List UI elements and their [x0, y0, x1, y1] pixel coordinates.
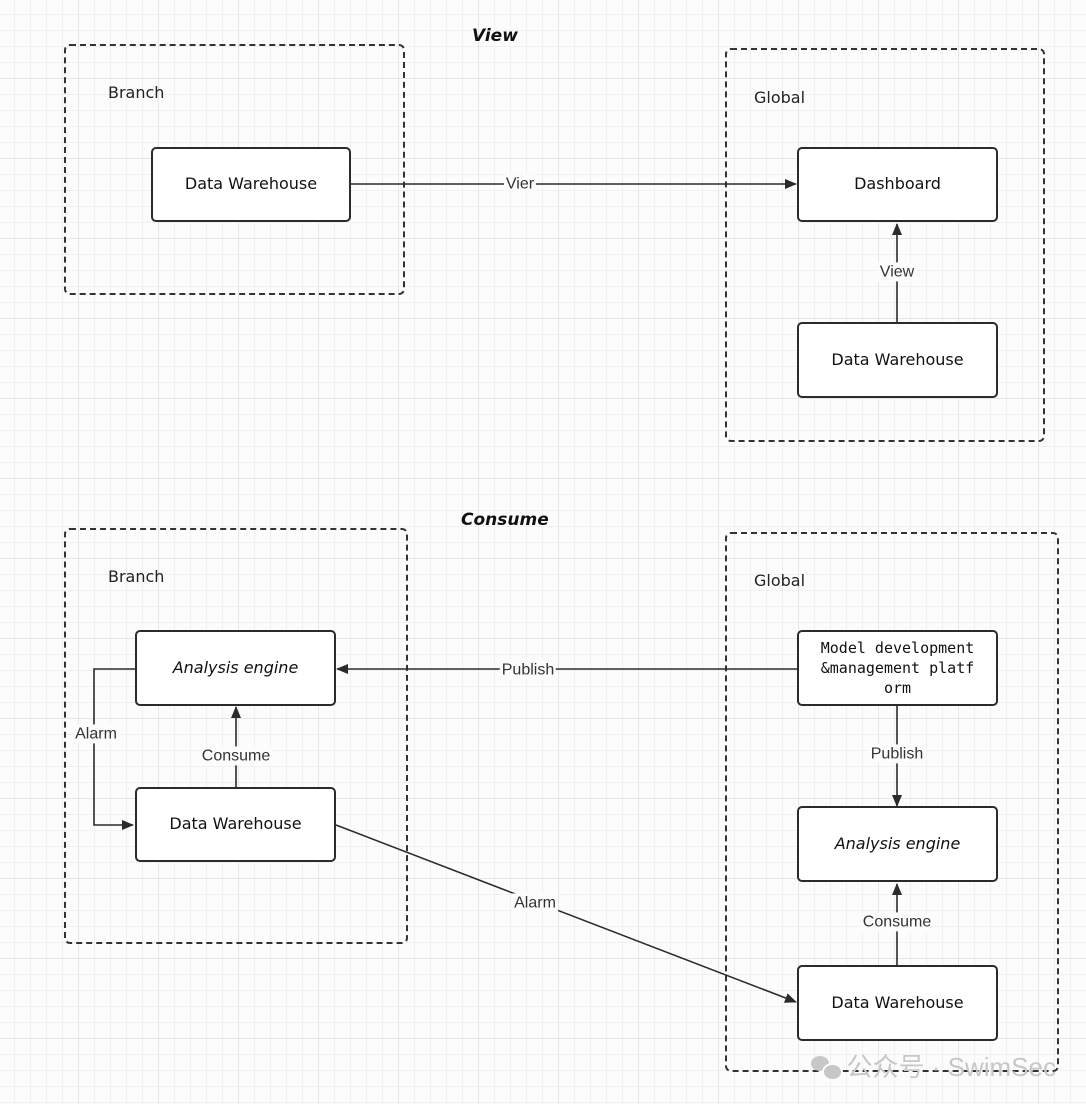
consume-branch-group: [64, 528, 408, 944]
view-section-title: View: [472, 26, 518, 46]
view-branch-data-warehouse[interactable]: Data Warehouse: [151, 147, 351, 222]
consume-branch-label: Branch: [108, 567, 165, 586]
wechat-icon: [810, 1054, 843, 1081]
edge-label-view: View: [877, 262, 917, 282]
edge-label-global-consume: Consume: [860, 912, 934, 932]
consume-global-label: Global: [754, 571, 806, 590]
edge-consume-alarm-loop: [93, 668, 136, 830]
view-global-data-warehouse[interactable]: Data Warehouse: [797, 322, 998, 398]
consume-branch-analysis-engine[interactable]: Analysis engine: [135, 630, 336, 706]
edge-label-alarm-to-global: Alarm: [512, 893, 558, 913]
view-global-dashboard[interactable]: Dashboard: [797, 147, 998, 222]
edge-consume-alarm-to-global: [335, 824, 797, 1003]
view-global-group: [725, 48, 1045, 442]
view-branch-group: [64, 44, 405, 295]
edge-label-alarm-loop: Alarm: [73, 724, 119, 744]
consume-branch-data-warehouse[interactable]: Data Warehouse: [135, 787, 336, 862]
view-branch-label: Branch: [108, 83, 165, 102]
edge-label-publish-to-global: Publish: [868, 744, 926, 764]
edge-label-vier: Vier: [503, 174, 537, 194]
consume-global-group: [725, 532, 1059, 1072]
consume-global-data-warehouse[interactable]: Data Warehouse: [797, 965, 998, 1041]
consume-global-analysis-engine[interactable]: Analysis engine: [797, 806, 998, 882]
edge-label-publish-to-branch: Publish: [499, 660, 557, 680]
edge-label-branch-consume: Consume: [199, 746, 273, 766]
watermark-text: 公众号 · SwimSec: [846, 1052, 1056, 1082]
view-global-label: Global: [754, 88, 806, 107]
watermark: 公众号 · SwimSec: [810, 1047, 1056, 1084]
consume-section-title: Consume: [461, 510, 549, 530]
consume-global-model-platform[interactable]: Model development &management platf orm: [797, 630, 998, 706]
